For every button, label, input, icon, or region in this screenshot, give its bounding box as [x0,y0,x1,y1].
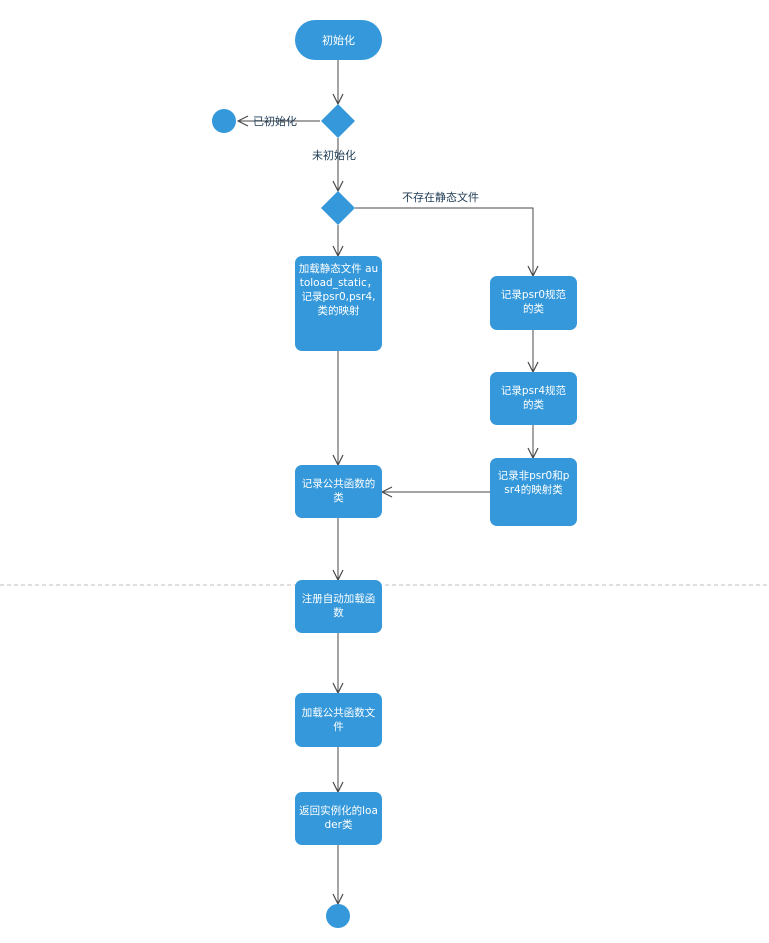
node-load-common-label: 加载公共函数文件 [301,707,376,733]
node-record-common: 记录公共函数的类 [295,465,382,518]
node-load-static: 加载静态文件 autoload_static，记录psr0,psr4,类的映射 [295,256,382,351]
node-record-psr0-label: 记录psr0规范的类 [500,289,567,315]
node-record-psr0: 记录psr0规范的类 [490,276,577,330]
node-record-common-label: 记录公共函数的类 [301,478,376,504]
node-record-other: 记录非psr0和psr4的映射类 [490,458,577,526]
node-return-loader-label: 返回实例化的loader类 [299,805,378,831]
edges [238,60,533,904]
node-load-static-label: 加载静态文件 autoload_static，记录psr0,psr4,类的映射 [298,263,379,317]
edge-label-no-static-file: 不存在静态文件 [402,190,479,204]
node-register-autoload: 注册自动加载函数 [295,580,382,633]
decision-static-file [321,191,355,225]
node-return-loader: 返回实例化的loader类 [295,792,382,845]
edge-decision2-to-record-psr0 [355,207,533,276]
end-node-final [326,904,350,928]
node-load-common: 加载公共函数文件 [295,693,382,747]
end-node-initialized [212,109,236,133]
node-record-psr4-label: 记录psr4规范的类 [500,385,567,411]
decision-initialized [321,104,355,138]
node-record-other-label: 记录非psr0和psr4的映射类 [497,470,570,496]
edge-label-initialized: 已初始化 [253,114,297,128]
start-node: 初始化 [295,20,382,60]
edge-label-not-initialized: 未初始化 [312,148,356,162]
node-register-autoload-label: 注册自动加载函数 [301,593,376,619]
node-record-psr4: 记录psr4规范的类 [490,372,577,425]
start-node-label: 初始化 [322,33,355,47]
